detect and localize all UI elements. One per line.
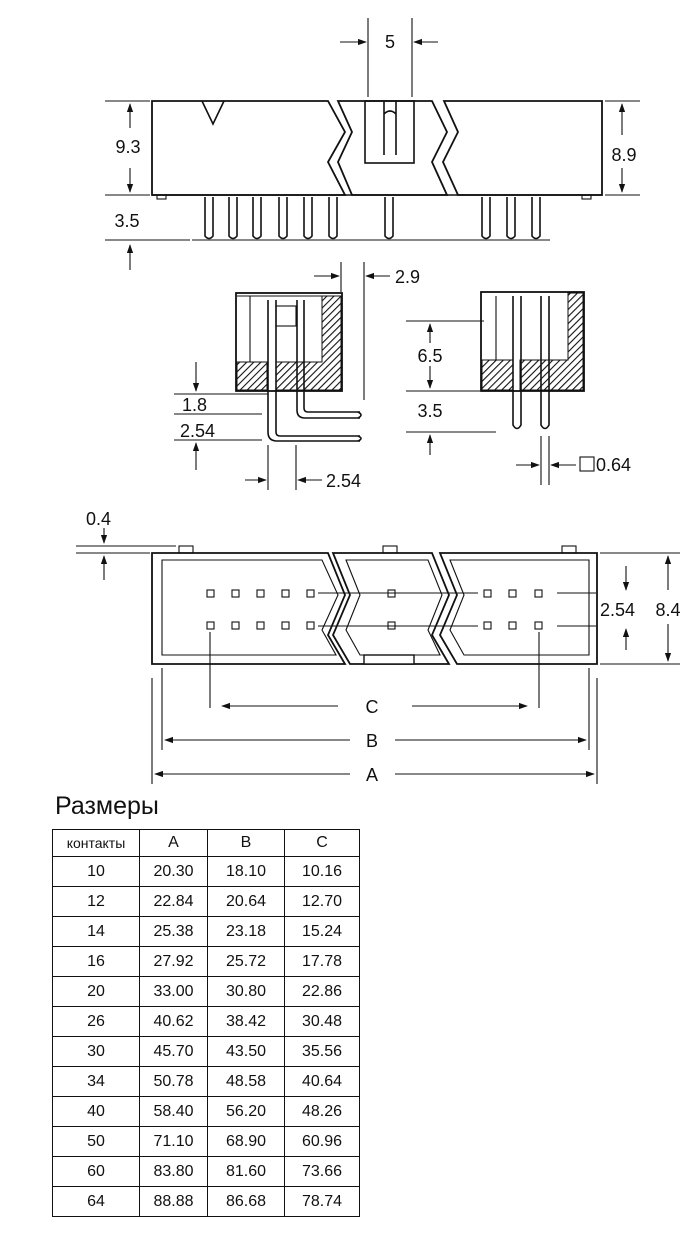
cell-contacts: 50	[52, 1126, 140, 1157]
cell-a: 45.70	[139, 1036, 208, 1067]
cell-contacts: 64	[52, 1186, 140, 1217]
dimensions-title: Размеры	[55, 792, 159, 820]
cell-a: 40.62	[139, 1006, 208, 1037]
square-symbol-icon	[579, 456, 595, 472]
dim-1-8-label: 1.8	[182, 395, 207, 415]
cell-c: 35.56	[284, 1036, 360, 1067]
cell-b: 81.60	[207, 1156, 285, 1187]
cell-b: 38.42	[207, 1006, 285, 1037]
cell-b: 18.10	[207, 856, 285, 887]
dim-3-5-top-label: 3.5	[114, 211, 139, 231]
dim-2-9-label: 2.9	[395, 267, 420, 287]
cell-contacts: 14	[52, 916, 140, 947]
dim-8-4-label: 8.4	[655, 600, 680, 620]
cell-contacts: 10	[52, 856, 140, 887]
cell-a: 22.84	[139, 886, 208, 917]
cell-c: 78.74	[284, 1186, 360, 1217]
cell-contacts: 26	[52, 1006, 140, 1037]
dim-9-3-label: 9.3	[115, 137, 140, 157]
header-a: A	[139, 829, 208, 857]
cell-a: 58.40	[139, 1096, 208, 1127]
cell-b: 20.64	[207, 886, 285, 917]
cell-contacts: 12	[52, 886, 140, 917]
cell-b: 30.80	[207, 976, 285, 1007]
connector-drawing: 5 9.3 3.5 8.9 2.9	[76, 18, 681, 785]
dim-c-label: C	[366, 697, 379, 717]
side-view-right-angle: 2.9 1.8 2.54 2.54	[174, 262, 420, 491]
cell-c: 60.96	[284, 1126, 360, 1157]
cell-c: 22.86	[284, 976, 360, 1007]
dim-b-label: B	[366, 731, 378, 751]
cell-b: 23.18	[207, 916, 285, 947]
cell-contacts: 60	[52, 1156, 140, 1187]
cell-a: 50.78	[139, 1066, 208, 1097]
cell-b: 56.20	[207, 1096, 285, 1127]
cell-b: 86.68	[207, 1186, 285, 1217]
cell-c: 40.64	[284, 1066, 360, 1097]
cell-c: 17.78	[284, 946, 360, 977]
dim-0-64-label: 0.64	[596, 455, 631, 475]
dim-2-54-bottom-label: 2.54	[326, 471, 361, 491]
cell-a: 27.92	[139, 946, 208, 977]
cell-b: 43.50	[207, 1036, 285, 1067]
contact-grid	[206, 589, 596, 630]
cell-a: 71.10	[139, 1126, 208, 1157]
dim-8-9-label: 8.9	[611, 145, 636, 165]
dim-3-5-side-label: 3.5	[417, 401, 442, 421]
cell-b: 68.90	[207, 1126, 285, 1157]
cell-c: 48.26	[284, 1096, 360, 1127]
cell-a: 88.88	[139, 1186, 208, 1217]
cell-c: 73.66	[284, 1156, 360, 1187]
dim-5-label: 5	[385, 32, 395, 52]
top-view: 0.4 2.54 8.4 C B A	[76, 509, 681, 785]
table-header-row: контакты A B C	[52, 829, 360, 857]
front-view: 5 9.3 3.5 8.9	[105, 18, 640, 270]
cell-c: 10.16	[284, 856, 360, 887]
header-contacts: контакты	[52, 829, 140, 857]
cell-c: 12.70	[284, 886, 360, 917]
dim-2-54-pitch-label: 2.54	[600, 600, 635, 620]
cell-contacts: 40	[52, 1096, 140, 1127]
cell-a: 20.30	[139, 856, 208, 887]
cell-b: 48.58	[207, 1066, 285, 1097]
cell-a: 83.80	[139, 1156, 208, 1187]
header-c: C	[284, 829, 360, 857]
cell-c: 30.48	[284, 1006, 360, 1037]
cell-b: 25.72	[207, 946, 285, 977]
dim-6-5-label: 6.5	[417, 346, 442, 366]
side-view-straight: 6.5 3.5 0.64	[406, 291, 631, 485]
cell-contacts: 30	[52, 1036, 140, 1067]
cell-contacts: 16	[52, 946, 140, 977]
dim-2-54-side-label: 2.54	[180, 421, 215, 441]
cell-a: 25.38	[139, 916, 208, 947]
cell-contacts: 34	[52, 1066, 140, 1097]
pins-row	[204, 197, 541, 240]
header-b: B	[207, 829, 285, 857]
dim-0-4-label: 0.4	[86, 509, 111, 529]
cell-a: 33.00	[139, 976, 208, 1007]
cell-contacts: 20	[52, 976, 140, 1007]
cell-c: 15.24	[284, 916, 360, 947]
dim-a-label: A	[366, 765, 378, 785]
